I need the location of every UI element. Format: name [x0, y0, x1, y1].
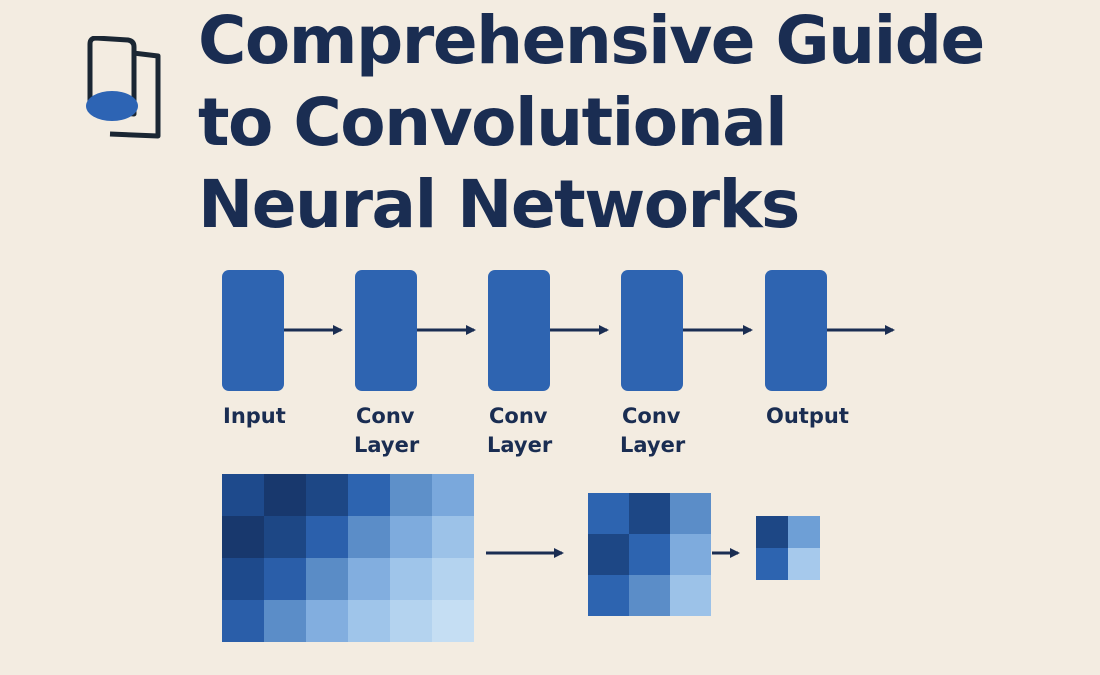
map-2-cell — [588, 575, 629, 616]
layer-label-3-line-2: Layer — [487, 433, 553, 457]
map-1-cell — [348, 474, 390, 516]
map-1-cell — [432, 600, 474, 642]
layer-block-4 — [621, 270, 683, 391]
layer-block-2 — [355, 270, 417, 391]
map-1-cell — [264, 516, 306, 558]
map-1-cell — [222, 600, 264, 642]
map-1-cell — [264, 600, 306, 642]
layer-label-5: Output — [766, 404, 849, 428]
title-line-3: Neural Networks — [198, 166, 800, 243]
map-2-cell — [588, 534, 629, 575]
map-1-cell — [348, 600, 390, 642]
layer-label-4-line-2: Layer — [620, 433, 686, 457]
map-1-cell — [222, 558, 264, 600]
map-2-cell — [670, 575, 711, 616]
layer-label-2: Conv — [356, 404, 415, 428]
map-1-cell — [390, 600, 432, 642]
layer-label-1: Input — [223, 404, 286, 428]
layer-label-4: Conv — [622, 404, 681, 428]
map-1-cell — [306, 558, 348, 600]
documents-icon — [86, 36, 161, 139]
map-1-cell — [432, 516, 474, 558]
title-line-2: to Convolutional — [198, 84, 788, 161]
map-1-cell — [432, 558, 474, 600]
map-1-cell — [306, 516, 348, 558]
layer-label-3: Conv — [489, 404, 548, 428]
title-line-1: Comprehensive Guide — [198, 2, 985, 79]
map-1-cell — [264, 558, 306, 600]
map-2-cell — [670, 534, 711, 575]
map-1-cell — [306, 600, 348, 642]
feature-maps — [222, 474, 820, 642]
map-1-cell — [222, 516, 264, 558]
map-1-cell — [432, 474, 474, 516]
map-2-cell — [588, 493, 629, 534]
map-1-cell — [390, 474, 432, 516]
page-title: Comprehensive Guide to Convolutional Neu… — [198, 0, 985, 246]
map-3-cell — [788, 516, 820, 548]
map-2-cell — [670, 493, 711, 534]
map-1-cell — [390, 516, 432, 558]
layer-block-1 — [222, 270, 284, 391]
map-1-cell — [390, 558, 432, 600]
map-2-cell — [629, 493, 670, 534]
map-2-cell — [629, 534, 670, 575]
map-1-cell — [348, 558, 390, 600]
map-3-cell — [788, 548, 820, 580]
layer-block-3 — [488, 270, 550, 391]
map-1-cell — [222, 474, 264, 516]
map-1-cell — [348, 516, 390, 558]
map-1-cell — [264, 474, 306, 516]
map-3-cell — [756, 516, 788, 548]
map-2-cell — [629, 575, 670, 616]
layer-block-5 — [765, 270, 827, 391]
map-3-cell — [756, 548, 788, 580]
layer-label-2-line-2: Layer — [354, 433, 420, 457]
map-1-cell — [306, 474, 348, 516]
